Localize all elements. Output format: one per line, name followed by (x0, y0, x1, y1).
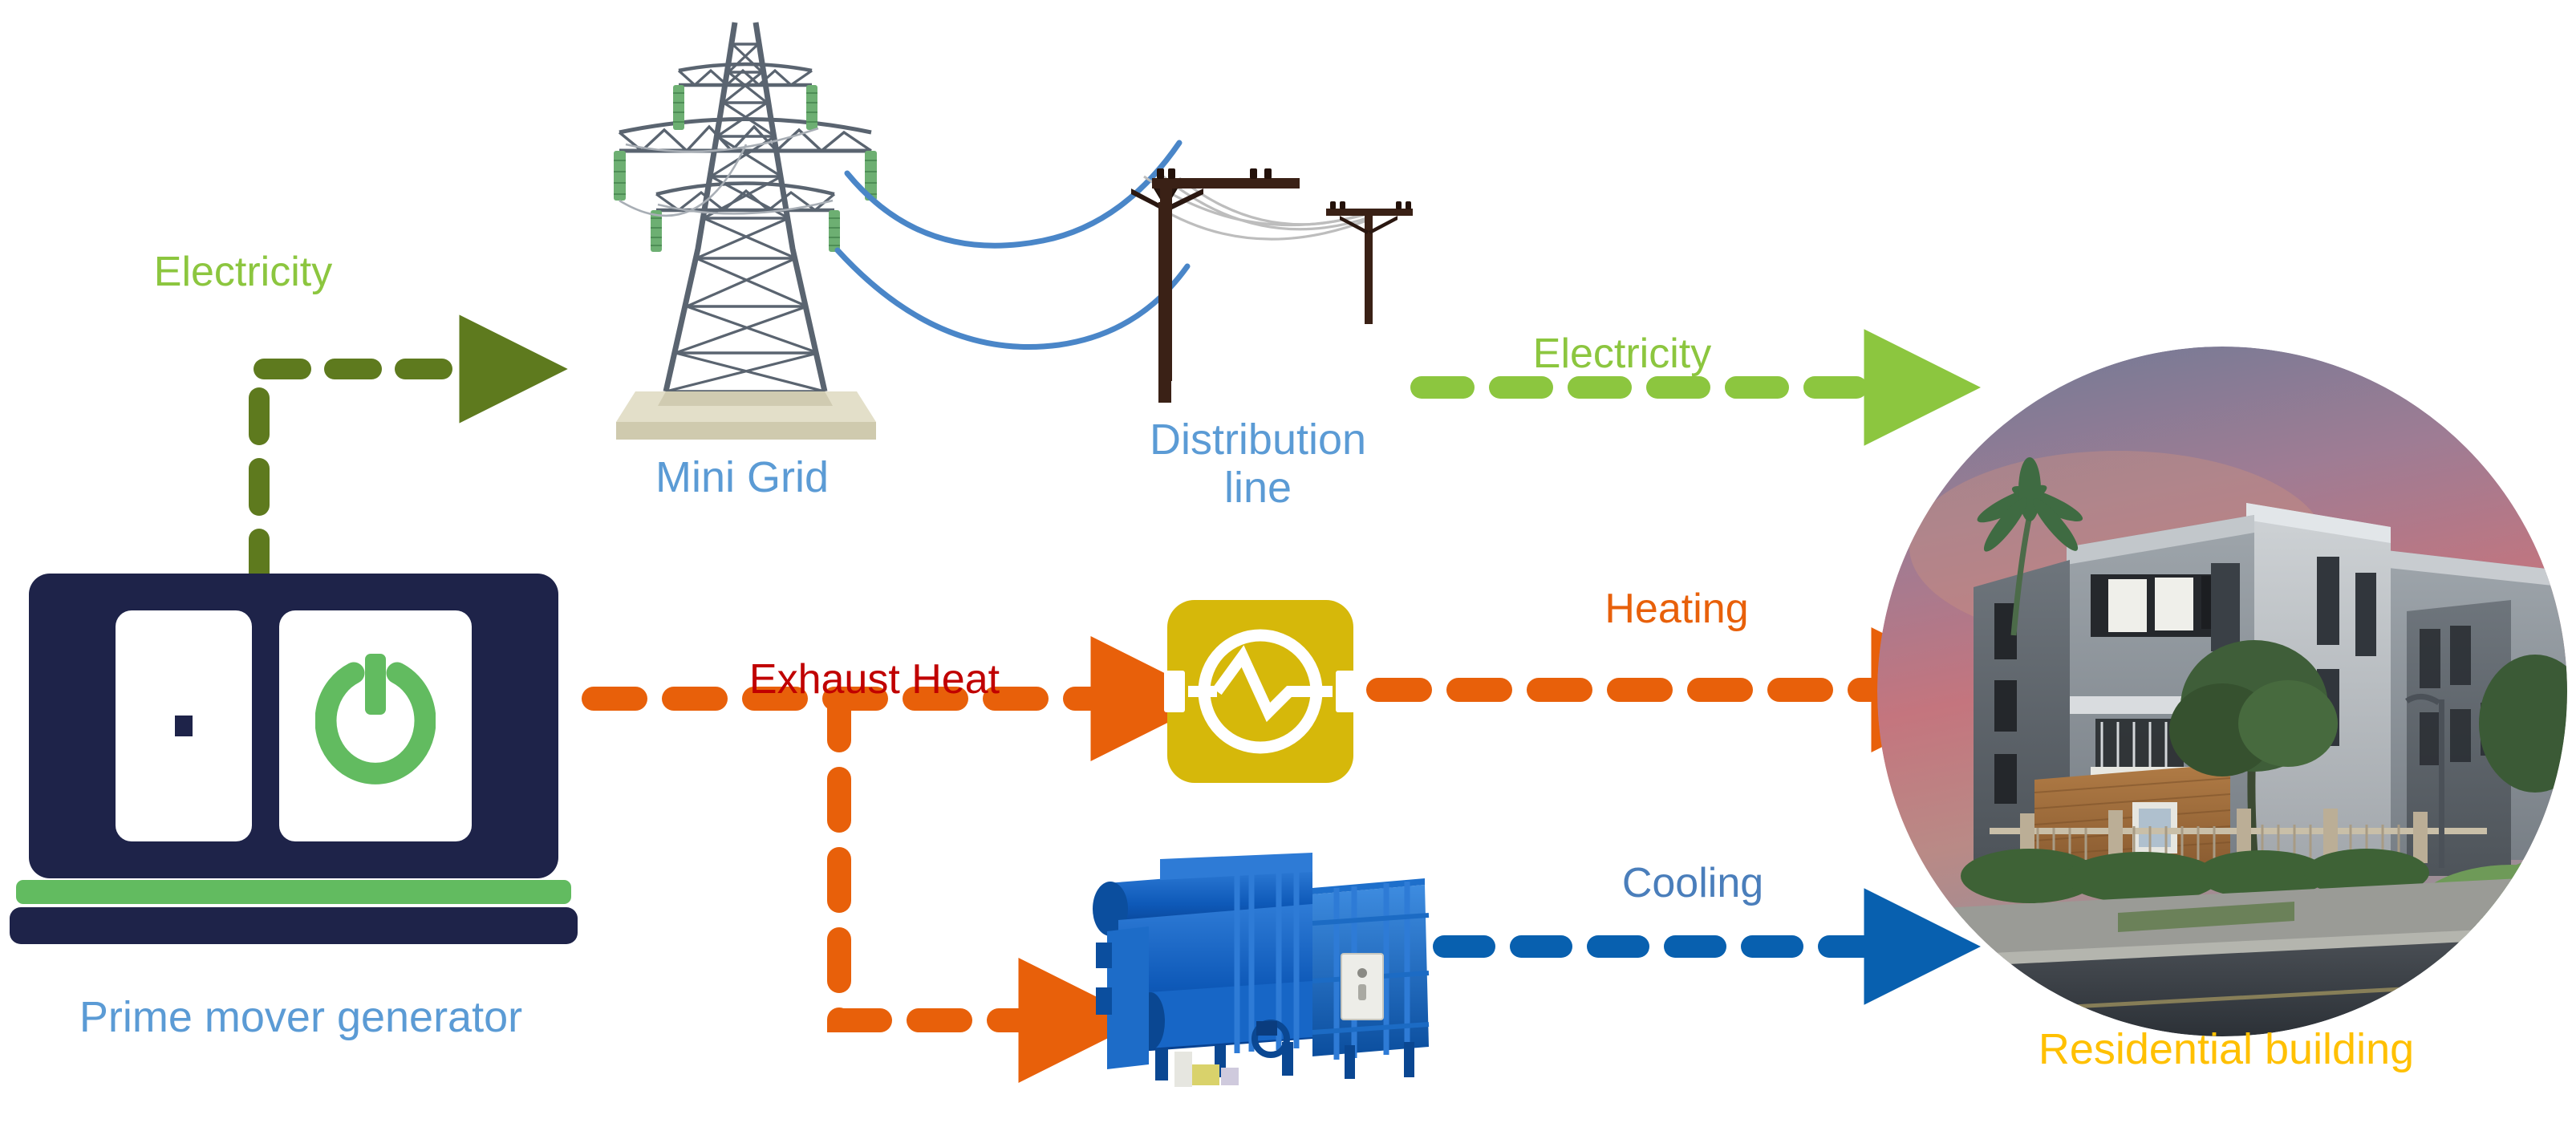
generator-laptop-icon (10, 574, 590, 951)
utility-pole-far (1326, 201, 1413, 324)
heat-exchanger-flange-right (1336, 671, 1357, 712)
generator-base (10, 907, 578, 944)
flow-label-cooling: Cooling (1621, 860, 1764, 906)
generator-indicator-dot (175, 716, 193, 736)
heat-exchanger-symbol (1188, 629, 1333, 754)
generator-green-bar (16, 880, 571, 904)
flow-electricity-to-grid (249, 314, 568, 586)
residential-building-photo (1877, 347, 2567, 1036)
utility-pole-near-trunk (1158, 202, 1171, 403)
street-lamp (2405, 694, 2444, 868)
node-label-prime-mover-generator: Prime mover generator (79, 993, 523, 1041)
node-label-residential-building: Residential building (2038, 1025, 2415, 1073)
node-label-distribution-line-1: Distribution (1149, 416, 1367, 464)
flow-label-exhaust-heat: Exhaust Heat (748, 656, 1000, 703)
node-label-distribution-line: Distribution line (1150, 416, 1366, 513)
generator-control-panel (116, 610, 252, 841)
generator-body (29, 574, 558, 878)
heat-exchanger-icon (1164, 600, 1357, 783)
utility-pole-near (1131, 168, 1300, 381)
flow-exhaust-heat-to-chiller (827, 687, 1144, 1083)
absorption-chiller-icon (1093, 853, 1430, 1087)
flow-label-electricity-to-grid: Electricity (153, 249, 333, 295)
foreground-tree-center (2169, 640, 2338, 861)
node-label-distribution-line-2: line (1223, 464, 1292, 513)
tower-base (616, 391, 876, 440)
generator-power-panel (279, 610, 472, 841)
utility-pole-icon (1131, 168, 1413, 403)
node-label-mini-grid: Mini Grid (655, 453, 830, 501)
flow-label-heating: Heating (1604, 586, 1749, 632)
transmission-tower-icon (614, 22, 877, 440)
power-button-icon (315, 654, 436, 784)
palm-tree (1977, 457, 2083, 636)
flow-label-electricity-to-building: Electricity (1532, 330, 1712, 377)
heat-exchanger-flange-left (1164, 671, 1185, 712)
insulator-group (614, 85, 877, 252)
transmission-wire-group (834, 140, 1191, 350)
